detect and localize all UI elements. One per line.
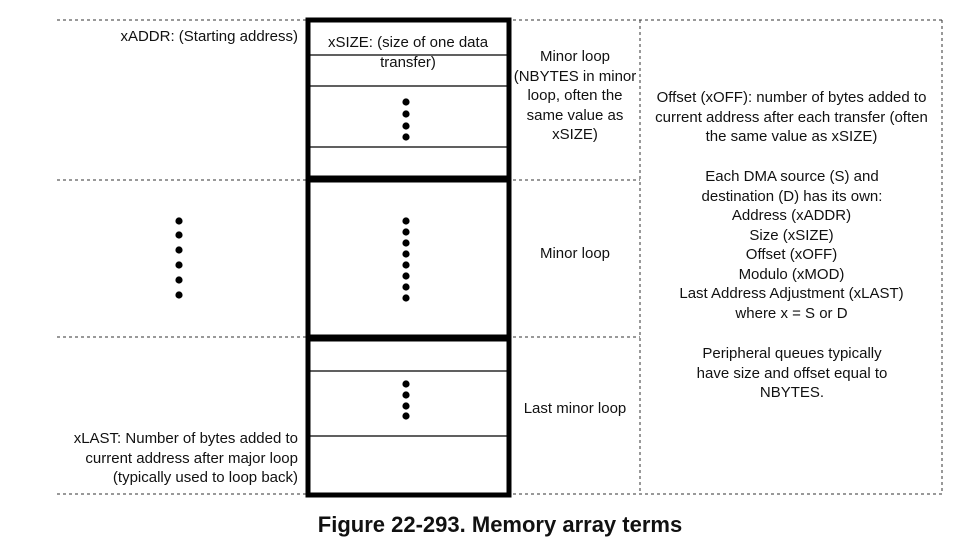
param-item: Offset (xOFF)	[745, 246, 838, 263]
ellipsis-dots-left	[175, 217, 183, 299]
ellipsis-dots-box3	[402, 380, 410, 420]
ellipsis-dots-box1	[402, 98, 410, 141]
minor-loop-box-2	[305, 177, 512, 340]
xlast-label: xLAST: Number of bytes added to current …	[73, 430, 298, 486]
minor-loop-label: Minor loop	[539, 245, 611, 262]
figure-caption: Figure 22-293. Memory array terms	[317, 512, 683, 537]
ellipsis-dots-box2	[402, 217, 410, 302]
last-minor-loop-box	[305, 336, 512, 498]
offset-note: Offset (xOFF): number of bytes added to …	[655, 89, 928, 145]
param-item: Size (xSIZE)	[749, 226, 834, 244]
params-list: Address (xADDR) Size (xSIZE) Offset (xOF…	[645, 206, 938, 323]
minor-loop-first-label: Minor loop (NBYTES in minor loop, often …	[513, 48, 637, 143]
xaddr-label: xADDR: (Starting address)	[120, 28, 298, 45]
xsize-label: xSIZE: (size of one data transfer)	[327, 34, 489, 71]
params-intro-note: Each DMA source (S) and destination (D) …	[701, 168, 883, 205]
param-item: Address (xADDR)	[731, 207, 852, 224]
param-item: Modulo (xMOD)	[738, 265, 845, 283]
param-item: where x = S or D	[735, 304, 848, 322]
peripheral-note: Peripheral queues typically have size an…	[696, 345, 888, 401]
param-item: Last Address Adjustment (xLAST)	[679, 285, 904, 302]
last-minor-loop-label: Last minor loop	[523, 400, 627, 417]
